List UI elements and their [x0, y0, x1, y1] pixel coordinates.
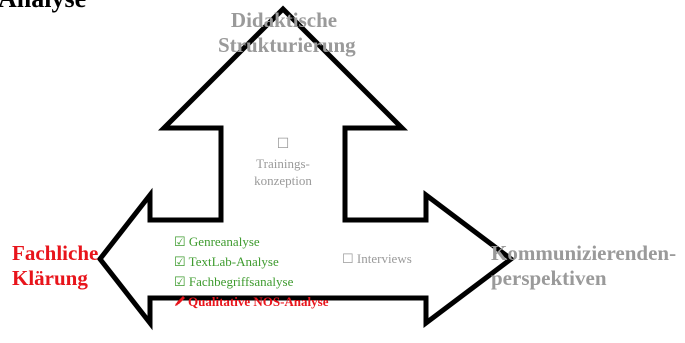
- task-item-genreanalyse: ☑ Genreanalyse: [174, 233, 328, 253]
- task-item-interviews: ☐ Interviews: [342, 250, 412, 267]
- task-label: Genreanalyse: [188, 234, 260, 249]
- label-line: Kommunizierenden-: [491, 241, 677, 265]
- task-item-fachbegriffsanalyse: ☑ Fachbegriffsanalyse: [174, 273, 328, 293]
- checked-box-icon: ☑: [174, 254, 186, 269]
- label-line: Strukturierung: [218, 33, 356, 57]
- task-item-qualitative-nos-analyse: Qualitative NOS-Analyse: [174, 293, 328, 313]
- label-kommunizierendenperspektiven: Kommunizierenden- perspektiven: [491, 241, 676, 291]
- label-line: perspektiven: [491, 266, 607, 290]
- cropped-title: Analyse: [0, 0, 86, 14]
- task-label-line: Trainings-: [256, 156, 310, 171]
- label-fachliche-klaerung: Fachliche Klärung: [12, 241, 98, 291]
- unchecked-box-icon: ☐: [276, 137, 290, 152]
- task-trainingskonzeption: ☐ Trainings- konzeption: [243, 136, 323, 189]
- task-label: Interviews: [356, 251, 412, 266]
- checked-box-icon: ☑: [174, 274, 186, 289]
- unchecked-box-icon: ☐: [342, 251, 354, 266]
- task-label-line: konzeption: [254, 173, 312, 188]
- label-didaktische-strukturierung: Didaktische Strukturierung: [218, 8, 356, 58]
- label-line: Klärung: [12, 266, 88, 290]
- label-line: Didaktische: [230, 8, 338, 32]
- arrow-outline: [96, 5, 516, 331]
- task-label: Qualitative NOS-Analyse: [188, 294, 329, 309]
- checked-box-icon: ☑: [174, 234, 186, 249]
- task-item-textlab-analyse: ☑ TextLab-Analyse: [174, 253, 328, 273]
- label-line: Fachliche: [12, 241, 99, 265]
- task-list: ☑ Genreanalyse ☑ TextLab-Analyse ☑ Fachb…: [174, 233, 328, 313]
- task-label: Fachbegriffsanalyse: [188, 274, 294, 289]
- pencil-icon: [175, 296, 185, 306]
- task-label: TextLab-Analyse: [188, 254, 279, 269]
